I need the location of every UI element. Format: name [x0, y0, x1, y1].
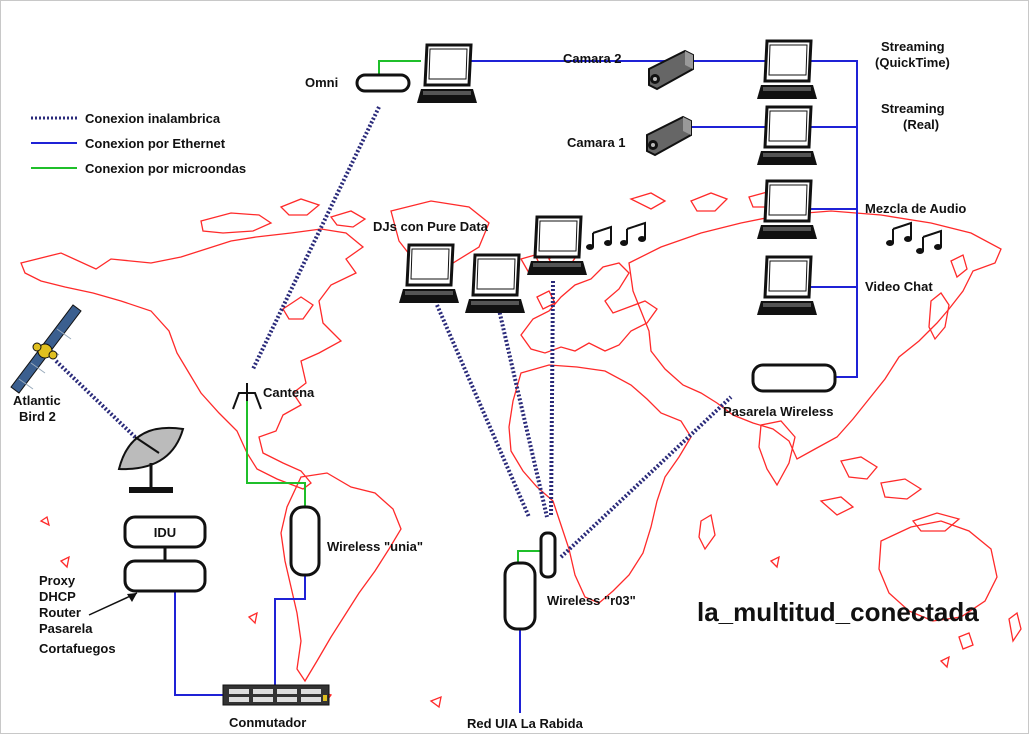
conmutador-label: Conmutador	[229, 715, 306, 730]
laptop-icon	[755, 255, 819, 317]
proxy-box	[123, 559, 207, 593]
music-notes-icon	[585, 226, 613, 251]
music-notes-icon	[885, 222, 913, 247]
dish-antenna-icon	[117, 426, 185, 493]
camera-icon	[646, 116, 692, 156]
streaming-real-label-line1: Streaming	[881, 101, 945, 116]
camera-icon	[648, 50, 694, 90]
omni-antenna	[355, 73, 411, 93]
cantena-antenna-icon	[232, 383, 262, 410]
pasarela-wireless-box	[751, 363, 837, 393]
wireless-r03-box	[539, 531, 557, 579]
omni-label: Omni	[305, 75, 338, 90]
proxy-label: Proxy	[39, 573, 76, 588]
music-notes-icon	[619, 222, 647, 247]
djs-label: DJs con Pure Data	[373, 219, 489, 234]
streaming-real-label-line2: (Real)	[903, 117, 939, 132]
streaming-qt-label-line2: (QuickTime)	[875, 55, 950, 70]
laptop-icon	[397, 243, 461, 305]
wireless-connections	[54, 106, 733, 559]
laptop-icon	[755, 105, 819, 167]
microwave-connections	[246, 60, 543, 563]
laptop-icon	[525, 215, 589, 277]
laptop-icon	[415, 43, 479, 105]
streaming-qt-label-line1: Streaming	[881, 39, 945, 54]
laptop-icon	[755, 39, 819, 101]
video-chat-label: Video Chat	[865, 279, 933, 294]
cortafuegos-label: Cortafuegos	[39, 641, 116, 656]
diagram-title: la_multitud_conectada	[697, 597, 979, 627]
legend-ethernet-label: Conexion por Ethernet	[85, 136, 226, 151]
idu-label: IDU	[154, 525, 176, 540]
music-notes-icon	[915, 230, 943, 255]
pasarela-label: Pasarela	[39, 621, 93, 636]
mezcla-label: Mezcla de Audio	[865, 201, 966, 216]
pasarela-wireless-label: Pasarela Wireless	[723, 404, 833, 419]
wireless-r03-label: Wireless "r03"	[547, 593, 636, 608]
router-label: Router	[39, 605, 81, 620]
legend-microwave-label: Conexion por microondas	[85, 161, 246, 176]
camara2-label: Camara 2	[563, 51, 622, 66]
satellite-label-line2: Bird 2	[19, 409, 56, 424]
red-uia-label: Red UIA La Rabida	[467, 716, 584, 731]
satellite-label-line1: Atlantic	[13, 393, 61, 408]
dhcp-label: DHCP	[39, 589, 76, 604]
legend: Conexion inalambrica Conexion por Ethern…	[31, 111, 246, 176]
wireless-unia-label: Wireless "unia"	[327, 539, 423, 554]
red-uia-box	[503, 561, 537, 631]
cantena-label: Cantena	[263, 385, 315, 400]
legend-wireless-label: Conexion inalambrica	[85, 111, 221, 126]
laptop-icon	[755, 179, 819, 241]
laptop-icon	[463, 253, 527, 315]
switch-icon	[222, 684, 330, 706]
wireless-unia-box	[289, 505, 321, 577]
satellite-icon	[10, 304, 82, 394]
camara1-label: Camara 1	[567, 135, 626, 150]
